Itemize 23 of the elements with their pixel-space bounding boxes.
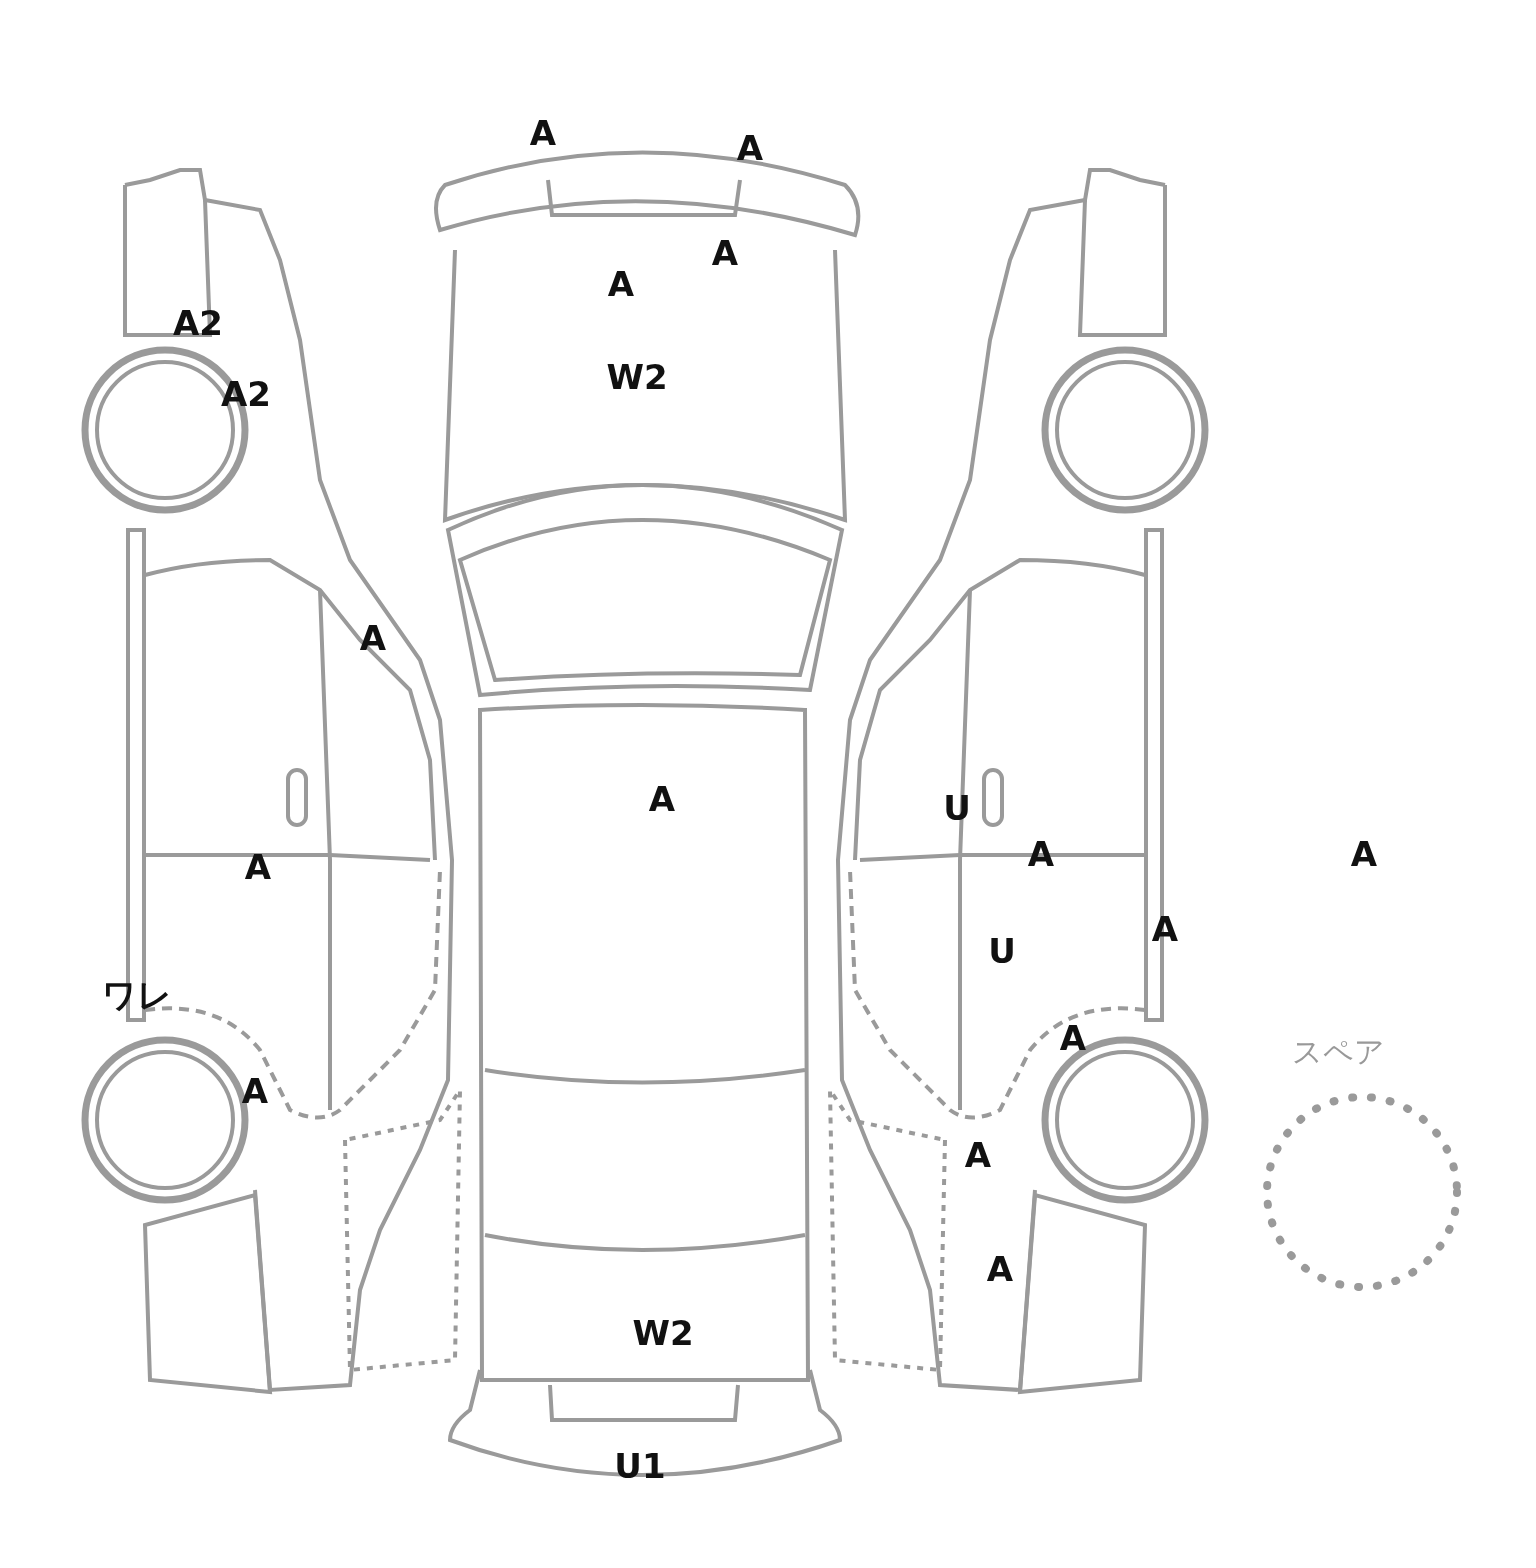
damage-code: W2 [606,360,668,394]
damage-code: A [1350,837,1378,871]
damage-code: A [1151,912,1179,946]
damage-code: U [988,934,1016,968]
damage-code: A [529,116,557,150]
damage-code: A [244,850,272,884]
damage-code: A [359,621,387,655]
damage-code: A [1027,837,1055,871]
damage-code: ワレ [102,978,172,1012]
damage-code: A [607,267,635,301]
damage-code: A [736,131,764,165]
damage-code: A [241,1074,269,1108]
damage-code: A [1059,1021,1087,1055]
damage-code: U [943,791,971,825]
damage-code: W2 [632,1316,694,1350]
damage-code: A [986,1252,1014,1286]
damage-code: A2 [221,377,271,411]
damage-code: A [648,782,676,816]
spare-tire-label: スペア [1291,1037,1385,1067]
damage-code: A [711,236,739,270]
damage-code: A [964,1138,992,1172]
damage-code: U1 [614,1449,666,1483]
damage-code: A2 [173,306,223,340]
